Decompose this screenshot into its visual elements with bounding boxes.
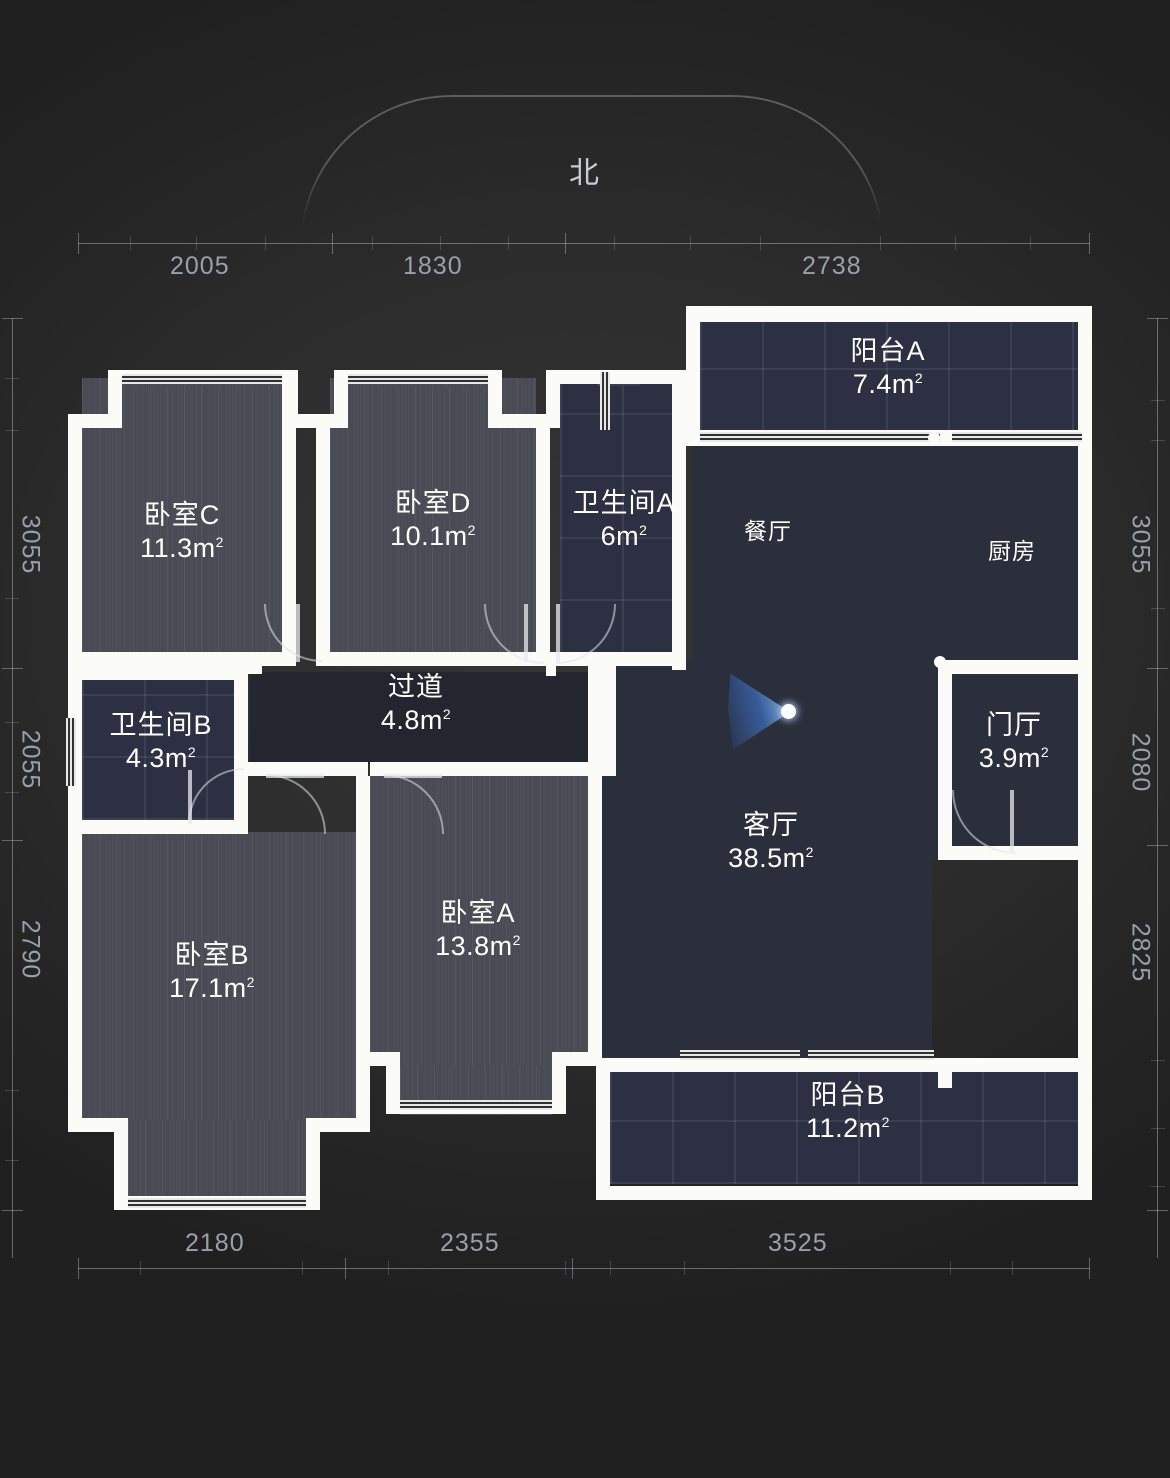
wall-foyer-left: [938, 660, 952, 860]
wall-balca-left: [686, 306, 700, 432]
window-bedroom-d: [348, 374, 488, 384]
wall-balcb-bottom: [596, 1186, 1092, 1200]
room-fill-bedroom-b[interactable]: [82, 832, 357, 1120]
room-fill-bathroom-a[interactable]: [560, 378, 680, 663]
window-bathroom-b: [66, 718, 76, 786]
wall-bay-a-right: [552, 1052, 566, 1114]
wall-bay-d-right: [488, 370, 502, 428]
door-leaf-bathroom-a: [556, 604, 560, 662]
door-leaf-bathroom-b: [188, 770, 192, 824]
ruler-bottom-segment-3: 3525: [768, 1229, 828, 1257]
wall-outer-right-upper: [1078, 430, 1092, 860]
window-bedroom-a: [400, 1100, 552, 1110]
wall-balcb-right: [1078, 1058, 1092, 1200]
wall-bay-c-left: [108, 370, 122, 428]
camera-pivot-dot: [781, 704, 796, 719]
ruler-bottom-segment-1: 2180: [185, 1229, 245, 1257]
wall-bay-c-right: [282, 370, 298, 428]
wall-corridor-right: [588, 666, 602, 776]
sliding-door-balcony-a: [700, 432, 940, 442]
window-bedroom-b: [128, 1198, 306, 1208]
ruler-bottom-segment-2: 2355: [440, 1229, 500, 1257]
wall-partition-b-a: [356, 776, 370, 1132]
wall-bay-d-left: [334, 370, 348, 428]
room-fill-dining-kitchen[interactable]: [692, 432, 1092, 660]
ruler-top-segment-2: 1830: [403, 252, 463, 280]
bay-bedroom-b: [128, 1120, 306, 1198]
wall-outer-right-lower: [1078, 846, 1092, 1076]
wall-bedb-notch-left: [68, 1118, 128, 1132]
wall-corridor-bottom-right: [370, 762, 602, 776]
door-leaf-bedroom-d: [524, 604, 528, 662]
camera-fan-icon[interactable]: [728, 672, 796, 752]
wall-bathb-top: [68, 666, 248, 680]
ruler-top-segment-1: 2005: [170, 252, 230, 280]
wall-batha-right: [672, 370, 686, 670]
wall-foyer-top: [938, 660, 1092, 674]
room-fill-bathroom-b[interactable]: [82, 680, 234, 820]
wall-partition-c-d: [282, 414, 296, 666]
wall-bay-b-right: [306, 1118, 320, 1210]
wall-balca-right: [1078, 306, 1092, 432]
window-bathroom-a: [600, 372, 610, 430]
ruler-top-segment-3: 2738: [802, 252, 862, 280]
room-fill-balcony-b[interactable]: [610, 1072, 1088, 1184]
compass-north-label: 北: [569, 157, 601, 190]
wall-balca-top: [686, 306, 1092, 322]
wall-bay-batha-left: [546, 370, 560, 428]
door-leaf-bedroom-a: [384, 774, 442, 778]
door-jamb-kitchen: [934, 656, 946, 668]
sliding-door-balcony-b: [680, 1050, 800, 1060]
room-fill-balcony-a[interactable]: [700, 322, 1088, 432]
wall-corridor-bottom-left: [248, 762, 368, 776]
wall-c-bottom: [68, 652, 296, 666]
wall-beda-right: [588, 776, 602, 1066]
window-bedroom-c: [122, 374, 282, 384]
wall-living-left-upper: [602, 660, 616, 776]
door-leaf-entry: [1010, 790, 1014, 852]
wall-d-bottom: [316, 652, 550, 666]
wall-corridor-left-stub: [248, 666, 262, 674]
wall-bay-b-left: [114, 1118, 128, 1210]
wall-partition-d-left: [316, 414, 330, 666]
door-jamb-balcony-a: [928, 432, 940, 444]
door-jamb-bathroom-a-bottom: [546, 664, 556, 676]
wall-bedb-left: [68, 820, 82, 1132]
door-leaf-bedroom-c: [296, 604, 300, 662]
wall-notch-c-d: [282, 414, 348, 428]
wall-bay-batha-top: [546, 370, 686, 384]
wall-bedb-notch-right: [306, 1118, 368, 1132]
window-balcony-a-right: [952, 432, 1082, 442]
wall-bay-a-left: [386, 1052, 400, 1114]
room-fill-corridor[interactable]: [250, 672, 602, 764]
wall-partition-d-batha: [536, 414, 550, 666]
door-swing-bedroom-b: [266, 774, 326, 834]
wall-balcb-top: [596, 1058, 1092, 1072]
window-balcony-b-right: [808, 1050, 934, 1060]
wall-balcb-left: [596, 1058, 610, 1200]
door-leaf-bedroom-b: [266, 774, 324, 778]
wall-outer-left-upper: [68, 414, 82, 666]
